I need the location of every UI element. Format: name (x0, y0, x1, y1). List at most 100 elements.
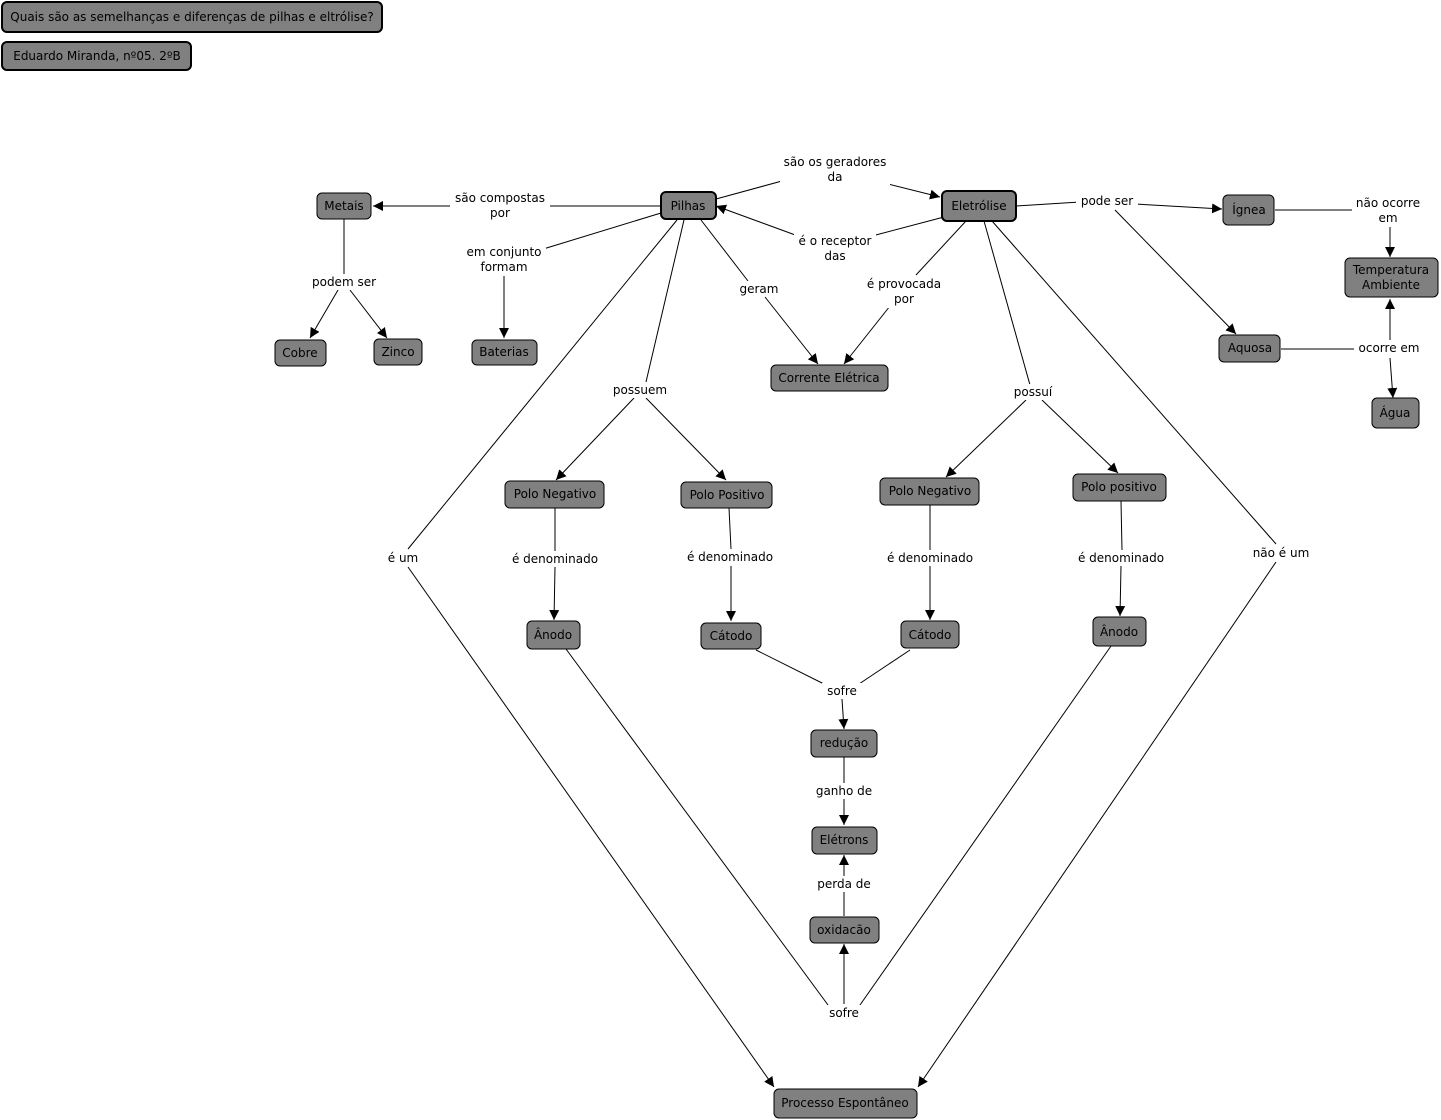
svg-text:Eduardo Miranda, nº05. 2ºB: Eduardo Miranda, nº05. 2ºB (13, 49, 181, 63)
concept-anodo-pilhas[interactable]: Ânodo (526, 620, 581, 650)
concept-baterias[interactable]: Baterias (471, 339, 538, 366)
concept-eletrons[interactable]: Elétrons (811, 826, 878, 855)
link-label-possuem: possuem (608, 382, 672, 398)
svg-text:Água: Água (1380, 405, 1411, 420)
svg-text:não ocorre: não ocorre (1356, 196, 1420, 210)
svg-text:Quais são as semelhanças e dif: Quais são as semelhanças e diferenças de… (10, 10, 373, 24)
concept-polo-positivo-eletrolise[interactable]: Polo positivo (1072, 473, 1167, 502)
link-label-possui: possuí (1008, 384, 1058, 400)
link-label-denominado-4: é denominado (1072, 550, 1170, 566)
concept-polo-negativo-eletrolise[interactable]: Polo Negativo (879, 477, 980, 506)
svg-text:das: das (824, 249, 845, 263)
svg-text:Cobre: Cobre (282, 346, 317, 360)
svg-text:ocorre em: ocorre em (1359, 341, 1420, 355)
svg-text:pode ser: pode ser (1081, 194, 1133, 208)
svg-text:é o receptor: é o receptor (799, 234, 872, 248)
svg-text:é denominado: é denominado (887, 551, 973, 565)
link-label-denominado-2: é denominado (681, 549, 779, 565)
svg-text:Baterias: Baterias (479, 345, 529, 359)
link-label-denominado-3: é denominado (881, 550, 979, 566)
svg-text:sofre: sofre (829, 1006, 859, 1020)
link-label-sao-compostas: são compostas por (450, 190, 550, 222)
concept-eletrolise[interactable]: Eletrólise (941, 190, 1017, 222)
link-label-perda-de: perda de (812, 876, 876, 892)
svg-text:geram: geram (740, 282, 779, 296)
svg-text:Polo Positivo: Polo Positivo (690, 488, 765, 502)
svg-text:Metais: Metais (324, 199, 363, 213)
svg-text:Ígnea: Ígnea (1232, 202, 1266, 217)
concept-polo-negativo-pilhas[interactable]: Polo Negativo (504, 480, 605, 509)
svg-text:Corrente Elétrica: Corrente Elétrica (778, 371, 879, 385)
link-label-geram: geram (736, 281, 782, 297)
svg-text:da: da (828, 170, 843, 184)
link-label-nao-ocorre: não ocorre em (1352, 195, 1424, 227)
svg-text:Processo Espontâneo: Processo Espontâneo (781, 1096, 908, 1110)
svg-text:é provocada: é provocada (867, 277, 941, 291)
link-label-denominado-1: é denominado (506, 551, 604, 567)
concept-polo-positivo-pilhas[interactable]: Polo Positivo (680, 481, 773, 509)
svg-text:podem ser: podem ser (312, 275, 376, 289)
link-label-em-conjunto: em conjunto formam (462, 244, 546, 276)
concept-catodo-pilhas[interactable]: Cátodo (700, 622, 762, 650)
link-label-podem-ser: podem ser (310, 274, 378, 290)
svg-text:Elétrons: Elétrons (820, 833, 869, 847)
svg-text:Cátodo: Cátodo (909, 628, 952, 642)
svg-text:Polo Negativo: Polo Negativo (514, 487, 596, 501)
concept-anodo-eletrolise[interactable]: Ânodo (1092, 616, 1147, 647)
svg-text:em conjunto: em conjunto (466, 245, 541, 259)
concept-cobre[interactable]: Cobre (274, 339, 327, 367)
concept-corrente-eletrica[interactable]: Corrente Elétrica (770, 364, 889, 392)
svg-text:possuí: possuí (1014, 385, 1053, 399)
svg-text:são compostas: são compostas (455, 191, 545, 205)
concept-reducao[interactable]: redução (810, 729, 878, 758)
svg-text:Ânodo: Ânodo (534, 627, 572, 642)
concept-catodo-eletrolise[interactable]: Cátodo (900, 620, 960, 649)
svg-text:é denominado: é denominado (687, 550, 773, 564)
svg-text:é um: é um (388, 551, 419, 565)
svg-text:oxidacão: oxidacão (817, 923, 871, 937)
svg-text:não é um: não é um (1253, 546, 1310, 560)
svg-text:redução: redução (820, 736, 869, 750)
svg-text:Eletrólise: Eletrólise (951, 199, 1006, 213)
concept-temperatura-ambiente[interactable]: Temperatura Ambiente (1344, 257, 1439, 298)
concept-pilhas[interactable]: Pilhas (660, 191, 717, 220)
author-box[interactable]: Eduardo Miranda, nº05. 2ºB (1, 41, 192, 71)
svg-text:formam: formam (480, 260, 527, 274)
svg-text:Aquosa: Aquosa (1228, 341, 1272, 355)
link-label-sao-geradores: são os geradores da (780, 154, 890, 186)
concept-metais[interactable]: Metais (316, 192, 372, 220)
svg-text:sofre: sofre (827, 684, 857, 698)
svg-text:Polo Negativo: Polo Negativo (889, 484, 971, 498)
svg-text:por: por (894, 292, 914, 306)
link-label-nao-e-um: não é um (1246, 545, 1310, 561)
concept-processo-espontaneo[interactable]: Processo Espontâneo (773, 1088, 918, 1119)
link-labels: são os geradores da são compostas por em… (310, 154, 1424, 1021)
link-label-e-provocada: é provocada por (862, 276, 946, 308)
svg-text:em: em (1378, 211, 1397, 225)
svg-text:é denominado: é denominado (1078, 551, 1164, 565)
concept-ignea[interactable]: Ígnea (1222, 194, 1275, 226)
svg-text:Ambiente: Ambiente (1362, 278, 1420, 292)
svg-text:perda de: perda de (817, 877, 871, 891)
svg-text:Polo positivo: Polo positivo (1081, 480, 1157, 494)
svg-text:possuem: possuem (613, 383, 667, 397)
svg-text:Pilhas: Pilhas (671, 199, 706, 213)
question-box[interactable]: Quais são as semelhanças e diferenças de… (1, 1, 383, 33)
concept-agua[interactable]: Água (1371, 397, 1420, 429)
link-label-e-um: é um (382, 550, 424, 566)
svg-text:Zinco: Zinco (381, 345, 414, 359)
link-label-ganho-de: ganho de (810, 783, 878, 799)
link-label-e-receptor: é o receptor das (794, 233, 876, 265)
svg-text:é denominado: é denominado (512, 552, 598, 566)
svg-text:por: por (490, 206, 510, 220)
concept-aquosa[interactable]: Aquosa (1218, 334, 1281, 363)
concept-oxidacao[interactable]: oxidacão (809, 916, 880, 944)
link-label-sofre-bottom: sofre (824, 1005, 864, 1021)
svg-text:Cátodo: Cátodo (710, 629, 753, 643)
link-label-ocorre-em: ocorre em (1354, 340, 1424, 356)
edges (309, 180, 1398, 1088)
link-label-pode-ser: pode ser (1076, 193, 1138, 209)
svg-text:Temperatura: Temperatura (1352, 263, 1429, 277)
concept-zinco[interactable]: Zinco (373, 338, 423, 366)
